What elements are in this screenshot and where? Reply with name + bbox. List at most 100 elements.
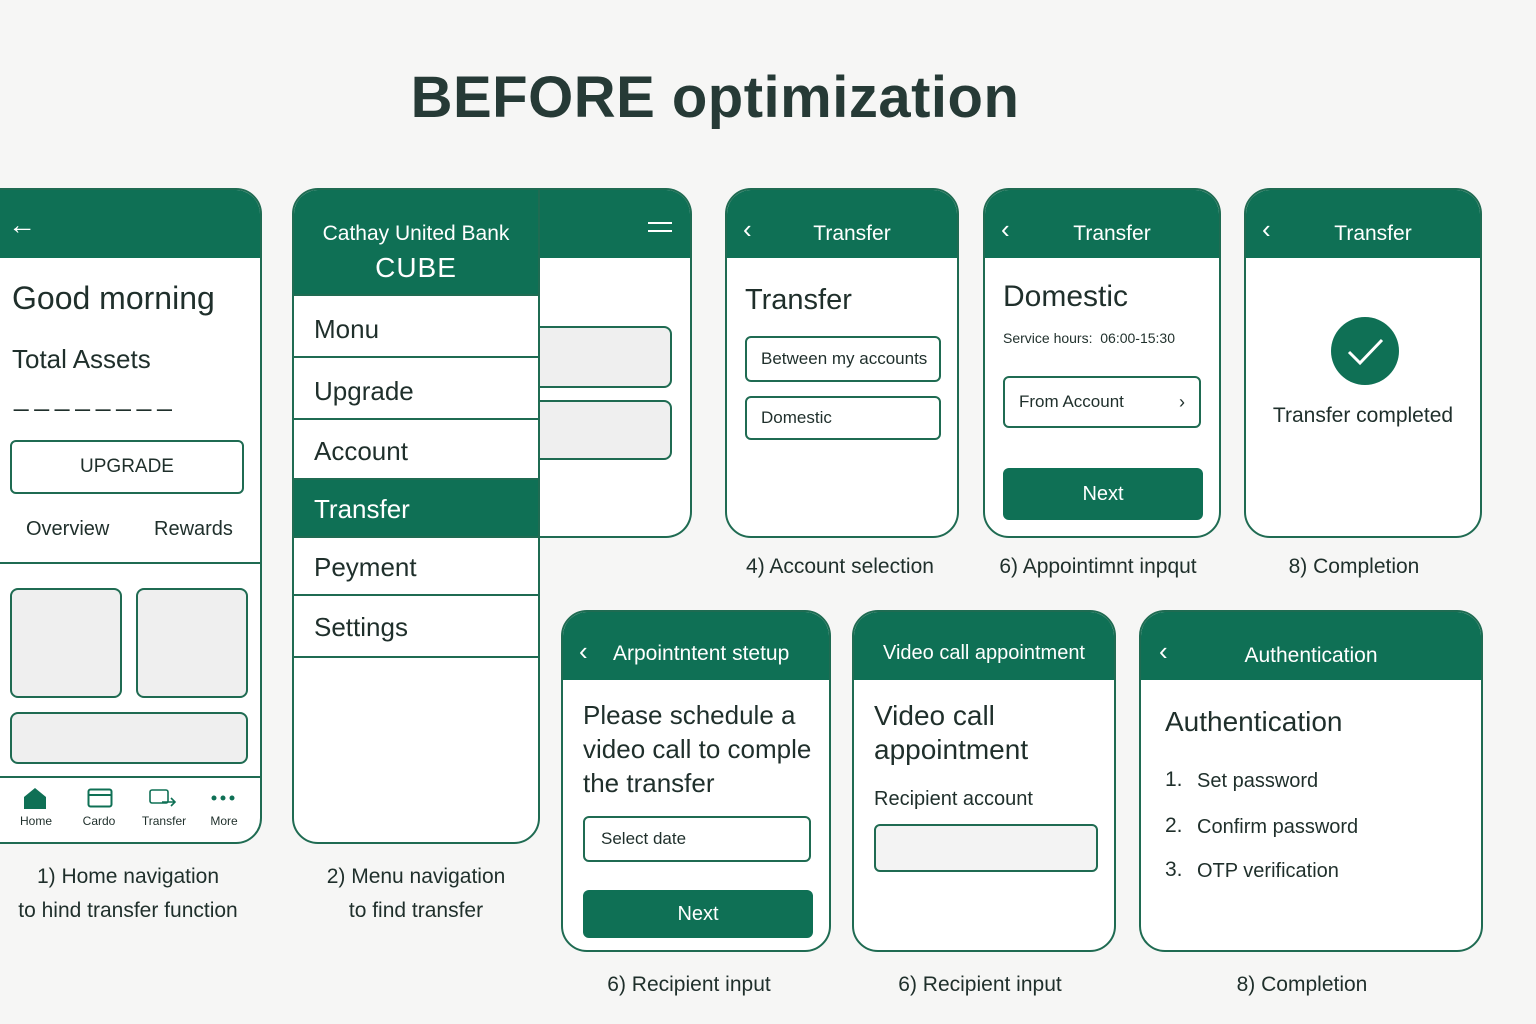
caption-line: to hind transfer function (18, 899, 238, 922)
menu-item-peyment[interactable]: Peyment (294, 538, 538, 596)
more-icon[interactable] (210, 788, 236, 808)
caption-home: 1) Home navigation to hind transfer func… (0, 860, 256, 928)
schedule-text-line: video call to comple (583, 734, 812, 764)
page-title: BEFORE optimization (410, 65, 1020, 130)
authentication-header: ‹ Authentication (1141, 612, 1481, 680)
checkmark-icon (1330, 316, 1400, 386)
from-account-label: From Account (1019, 392, 1124, 411)
header-title: Transfer (1073, 222, 1151, 245)
total-assets-label: Total Assets (12, 344, 151, 374)
screen-menu-background (520, 188, 692, 538)
caption-completion: 8) Completion (1236, 973, 1368, 996)
chevron-right-icon: › (1179, 392, 1185, 412)
option-label: Between my accounts (761, 349, 928, 368)
screen-video-call: Video call appointment Video call appoin… (852, 610, 1116, 952)
step-text: Set password (1197, 770, 1319, 792)
back-chevron-icon[interactable]: ‹ (1159, 636, 1168, 666)
nav-cardo-label: Cardo (82, 814, 116, 828)
upgrade-button[interactable]: UPGRADE (10, 440, 244, 494)
appointment-header: ‹ Arpointntent stetup (563, 612, 829, 680)
header-title: Authentication (1244, 644, 1378, 667)
home-icon[interactable] (22, 786, 48, 810)
next-label: Next (1082, 483, 1124, 505)
card-placeholder (136, 588, 248, 698)
card-placeholder (10, 588, 122, 698)
service-hours: Service hours: 06:00-15:30 (1003, 330, 1175, 346)
header-title: Transfer (813, 222, 891, 245)
back-chevron-icon[interactable]: ‹ (743, 214, 752, 244)
select-date-field[interactable]: Select date (583, 816, 811, 862)
nav-home-label: Home (19, 814, 52, 828)
menu-item-monu[interactable]: Monu (294, 300, 538, 358)
upgrade-label: UPGRADE (80, 456, 174, 477)
caption-account-selection: 4) Account selection (746, 555, 934, 578)
schedule-text-line: Please schedule a (583, 700, 796, 730)
banner-placeholder (10, 712, 248, 764)
back-chevron-icon[interactable]: ‹ (579, 636, 588, 666)
back-chevron-icon[interactable]: ‹ (1001, 214, 1010, 244)
option-label: Domestic (761, 408, 832, 427)
option-between-accounts[interactable]: Between my accounts (745, 336, 941, 382)
caption-recipient-input: 6) Recipient input (898, 973, 1062, 996)
back-arrow-icon[interactable]: ← (8, 209, 36, 240)
menu-item-settings[interactable]: Settings (294, 596, 538, 658)
caption-menu: 2) Menu navigation to find transfer (296, 860, 536, 928)
back-chevron-icon[interactable]: ‹ (1262, 214, 1271, 244)
domestic-heading: Domestic (1003, 280, 1129, 313)
transfer-icon[interactable] (148, 788, 178, 808)
caption-completion: 8) Completion (1288, 555, 1420, 578)
menu-item-upgrade[interactable]: Upgrade (294, 362, 538, 420)
from-account-selector[interactable]: From Account › (1003, 376, 1201, 428)
step-text: Confirm password (1197, 816, 1359, 838)
home-header: ← (0, 190, 260, 258)
step-text: OTP verification (1197, 860, 1339, 882)
step-number: 2. (1165, 814, 1183, 837)
placeholder-block (530, 326, 672, 388)
transfer-header: ‹ Transfer (727, 190, 957, 258)
option-domestic[interactable]: Domestic (745, 396, 941, 440)
caption-line: to find transfer (348, 899, 484, 922)
transfer-completed-message: Transfer completed (1272, 404, 1454, 427)
recipient-account-label: Recipient account (874, 788, 1033, 810)
screen-completion: ‹ Transfer Transfer completed (1244, 188, 1482, 538)
placeholder-block (530, 400, 672, 460)
nav-divider (0, 776, 260, 778)
next-button[interactable]: Next (1003, 468, 1203, 520)
brand-logo: CUBE (375, 252, 457, 283)
nav-more-label: More (210, 814, 238, 828)
video-call-heading-line: appointment (874, 734, 1029, 765)
select-date-label: Select date (601, 829, 687, 848)
caption-appointment-input: 6) Appointimnt inpqut (999, 555, 1197, 578)
screen-domestic: ‹ Transfer Domestic Service hours: 06:00… (983, 188, 1221, 538)
header-title: Arpointntent stetup (613, 642, 790, 665)
authentication-heading: Authentication (1165, 706, 1343, 737)
menu-item-transfer[interactable]: Transfer (294, 480, 538, 538)
screen-appointment-setup: ‹ Arpointntent stetup Please schedule a … (561, 610, 831, 952)
caption-line: 1) Home navigation (36, 865, 220, 888)
transfer-heading: Transfer (745, 284, 852, 316)
caption-line: 2) Menu navigation (326, 865, 506, 888)
menu-bg-header (520, 190, 690, 258)
total-assets-value: ________ (14, 382, 178, 412)
screen-menu: Cathay United Bank CUBE Monu Upgrade Acc… (292, 188, 540, 844)
next-label: Next (677, 903, 719, 925)
recipient-account-input[interactable] (874, 824, 1098, 872)
greeting: Good morning (12, 280, 215, 316)
transfer-header: ‹ Transfer (1246, 190, 1480, 258)
transfer-header: ‹ Transfer (985, 190, 1219, 258)
tab-overview[interactable]: Overview (26, 518, 110, 540)
hamburger-icon[interactable] (648, 220, 672, 234)
divider (0, 562, 260, 564)
step-number: 1. (1165, 768, 1183, 791)
next-button[interactable]: Next (583, 890, 813, 938)
screen-authentication: ‹ Authentication Authentication 1. Set p… (1139, 610, 1483, 952)
menu-item-account[interactable]: Account (294, 422, 538, 480)
tab-rewards[interactable]: Rewards (154, 518, 233, 540)
header-title: Video call appointment (883, 642, 1085, 664)
screen-home: ← Good morning Total Assets ________ UPG… (0, 188, 262, 844)
step-number: 3. (1165, 858, 1183, 881)
nav-transfer-label: Transfer (141, 814, 187, 828)
card-icon[interactable] (87, 788, 113, 808)
video-call-header: Video call appointment (854, 612, 1114, 680)
screen-account-selection: ‹ Transfer Transfer Between my accounts … (725, 188, 959, 538)
